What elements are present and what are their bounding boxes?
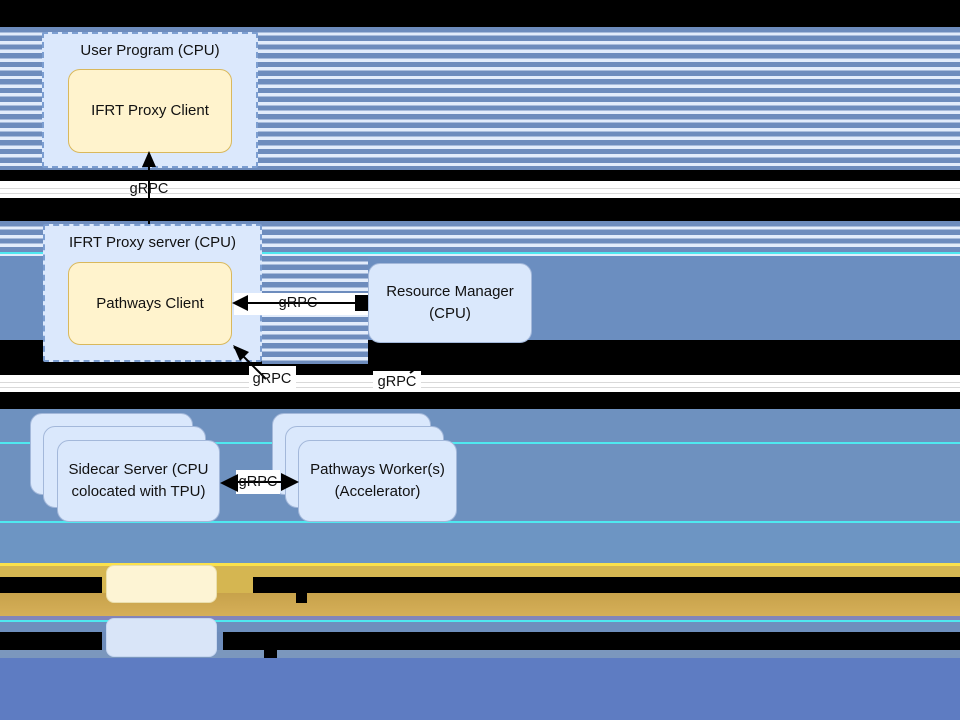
grpc-label-server-client: gRPC (129, 181, 169, 197)
artifact-line (0, 382, 960, 383)
legend-black-bar (0, 577, 102, 593)
resource-manager-label-2: (CPU) (429, 305, 471, 322)
artifact-line (0, 193, 960, 194)
artifact-purple-line (0, 616, 960, 620)
artifact-cyan-line (0, 620, 960, 622)
resource-manager-node: Resource Manager (CPU) (368, 263, 532, 343)
legend-black-descender (264, 650, 277, 658)
grpc-label-client-rm: gRPC (278, 295, 318, 311)
sidecar-server-label-2: colocated with TPU) (71, 483, 206, 500)
legend-black-bar (253, 577, 960, 593)
bg-solid-3 (0, 523, 960, 563)
bg-white-2 (0, 375, 960, 392)
grpc-label-rm-workers: gRPC (377, 374, 417, 390)
sidecar-server-label-1: Sidecar Server (CPU (68, 461, 209, 478)
black-band-4 (0, 392, 960, 409)
pathways-workers-label-2: (Accelerator) (334, 483, 421, 500)
legend-swatch-yellow (106, 565, 217, 603)
bg-blue-light (0, 650, 960, 658)
artifact-cyan-line (0, 521, 960, 523)
user-program-title: User Program (CPU) (80, 42, 220, 59)
pathways-workers-label-1: Pathways Worker(s) (310, 461, 445, 478)
artifact-yellow-line (0, 563, 960, 566)
bg-black-top (0, 0, 960, 27)
pathways-client-node: Pathways Client (68, 262, 232, 345)
ifrt-proxy-client-node: IFRT Proxy Client (68, 69, 232, 153)
artifact-cyan-line (0, 442, 960, 444)
artifact-cyan-line (0, 252, 960, 254)
bg-blue-legend (0, 620, 960, 632)
pathways-client-label: Pathways Client (96, 294, 204, 312)
legend-black-descender (296, 593, 307, 603)
ifrt-proxy-server-title: IFRT Proxy server (CPU) (69, 234, 236, 251)
legend-swatch-blue (106, 618, 217, 657)
ifrt-proxy-client-label: IFRT Proxy Client (91, 102, 209, 119)
black-band-1 (0, 170, 960, 181)
bg-white-1 (0, 181, 960, 198)
sidecar-server-node: Sidecar Server (CPU colocated with TPU) (57, 440, 220, 522)
pathways-workers-node: Pathways Worker(s) (Accelerator) (298, 440, 457, 522)
grpc-label-sidecar-workers: gRPC (238, 474, 278, 490)
grpc-label-client-workers: gRPC (252, 371, 292, 387)
legend-black-bar (0, 632, 102, 650)
black-band-2 (0, 198, 960, 221)
resource-manager-label-1: Resource Manager (386, 283, 514, 300)
bg-gold-2 (0, 593, 960, 616)
bg-bottom (0, 658, 960, 720)
artifact-line (0, 188, 960, 189)
artifact-line (0, 387, 960, 388)
legend-black-bar (223, 632, 960, 650)
